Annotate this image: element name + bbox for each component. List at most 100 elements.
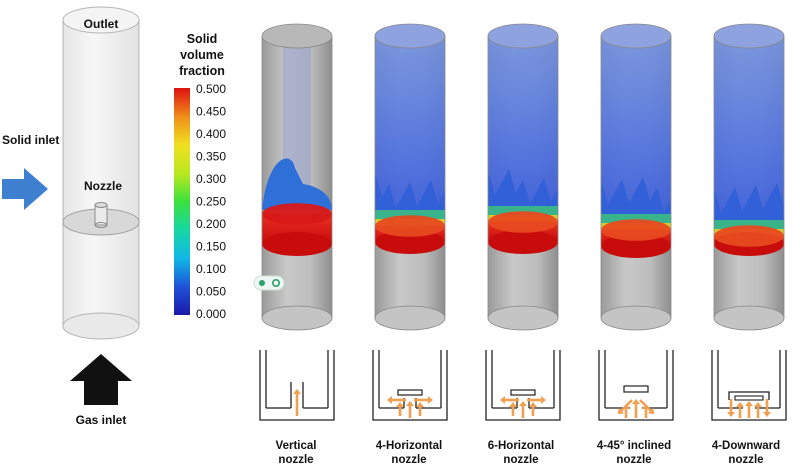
colorbar-tick-label: 0.350 (196, 150, 226, 164)
colorbar-scale (174, 88, 190, 315)
colorbar-tick-label: 0.500 (196, 82, 226, 96)
caption-4-horizontal: 4-Horizontal nozzle (354, 439, 464, 467)
column-bottom (713, 305, 785, 331)
sparkle-icon (259, 280, 265, 286)
arrow-head-icon (416, 402, 424, 407)
caption-4-horizontal-line1: 4-Horizontal (375, 440, 443, 452)
caption-6-horizontal: 6-Horizontal nozzle (466, 439, 576, 467)
colorbar-tick-label: 0.000 (196, 307, 226, 321)
schematic-horizontal4 (372, 350, 448, 421)
nozzle-inner (734, 395, 764, 401)
schematic-horizontal6 (485, 350, 561, 421)
caption-6-horizontal-line2: nozzle (503, 454, 539, 466)
arrow-head-icon (617, 407, 625, 415)
bed-bottom (375, 230, 445, 254)
arrow-head-icon (519, 401, 527, 406)
arrow-head-icon (727, 412, 735, 417)
column-top (713, 23, 785, 49)
arrow-head-icon (622, 404, 630, 409)
simulation-column (713, 23, 785, 331)
caption-inclined-line2: nozzle (616, 454, 652, 466)
arrow-head-icon (509, 402, 517, 407)
simulation-column (600, 23, 672, 331)
colorbar-ticks: 0.500 0.450 0.400 0.350 0.300 0.250 0.200 0.150… (196, 82, 226, 321)
column-top (374, 23, 446, 49)
arrow-head-icon (529, 402, 537, 407)
colorbar-tick-label: 0.450 (196, 105, 226, 119)
nozzle-label: Nozzle (84, 179, 122, 193)
column-body (62, 19, 140, 327)
arrow-head-icon (763, 412, 771, 417)
simulation-columns (261, 23, 785, 331)
bed-surface (375, 215, 445, 237)
nozzle-base (94, 222, 108, 228)
arrow-head-icon (754, 402, 762, 407)
arrow-head-icon (428, 396, 433, 404)
arrow-head-icon (293, 389, 301, 394)
caption-inclined: 4-45° inclined nozzle (579, 439, 689, 467)
arrow-head-icon (396, 402, 404, 407)
column-bottom (62, 312, 140, 340)
bed-bottom (262, 232, 332, 256)
column-top (261, 23, 333, 49)
colorbar-tick-label: 0.100 (196, 262, 226, 276)
colorbar-tick-label: 0.400 (196, 127, 226, 141)
column-top (487, 23, 559, 49)
pin-icon (271, 278, 280, 287)
colorbar-tick-label: 0.300 (196, 172, 226, 186)
caption-4-horizontal-line2: nozzle (391, 454, 427, 466)
solid-inlet-label: Solid inlet (2, 133, 59, 147)
simulation-column (374, 23, 446, 331)
caption-downward: 4-Downward nozzle (691, 439, 800, 467)
colorbar-tick-label: 0.250 (196, 195, 226, 209)
bed-surface (714, 225, 784, 247)
arrow-head-icon (647, 407, 655, 415)
bed-surface (262, 203, 332, 225)
caption-vertical-line1: Vertical (275, 440, 317, 452)
colorbar-tick-label: 0.050 (196, 285, 226, 299)
caption-vertical: Vertical nozzle (241, 439, 351, 467)
colorbar-tick-label: 0.200 (196, 217, 226, 231)
colorbar-tick-label: 0.150 (196, 240, 226, 254)
bed-surface (601, 219, 671, 241)
vessel-outline (598, 350, 674, 421)
vessel-outline (485, 350, 561, 421)
arrow-head-icon (387, 396, 392, 404)
caption-inclined-line1: 4-45° inclined (596, 440, 672, 452)
column-bottom (261, 305, 333, 331)
caption-vertical-line2: nozzle (278, 454, 314, 466)
column-top (62, 6, 140, 34)
colorbar: Solid volume fraction 0.5000.4500.4000.3… (174, 32, 226, 321)
badge-icons (253, 275, 285, 291)
colorbar-title-line1: Solid (187, 32, 218, 46)
bubble-cap (262, 158, 332, 210)
arrow-head-icon (632, 399, 640, 404)
nozzle-schematics (259, 350, 787, 421)
bed-surface (488, 211, 558, 233)
bed-bottom (488, 230, 558, 254)
column-top (600, 23, 672, 49)
outlet-label: Outlet (84, 17, 119, 31)
nozzle-cap (623, 385, 649, 393)
solid-inlet-arrow-icon (2, 168, 48, 210)
nozzle-cap (397, 389, 423, 396)
nozzle-top (94, 202, 108, 208)
arrow-head-icon (736, 402, 744, 407)
arrow-head-icon (642, 404, 650, 409)
gas-inlet-arrow-icon (70, 354, 132, 405)
arrow-head-icon (406, 401, 414, 406)
arrow-head-icon (541, 396, 546, 404)
nozzle-cap (510, 389, 536, 396)
arrow-head-icon (745, 401, 753, 406)
simulation-column (261, 23, 333, 331)
vessel-outline (259, 350, 335, 421)
schematic-downward (711, 350, 787, 421)
bed-bottom (601, 234, 671, 258)
schematic-inclined (598, 350, 674, 421)
nozzle-cap (728, 391, 770, 400)
gas-inlet-label: Gas inlet (76, 413, 127, 427)
caption-downward-line2: nozzle (728, 454, 764, 466)
column-bottom (600, 305, 672, 331)
nozzle-walls (290, 382, 304, 408)
